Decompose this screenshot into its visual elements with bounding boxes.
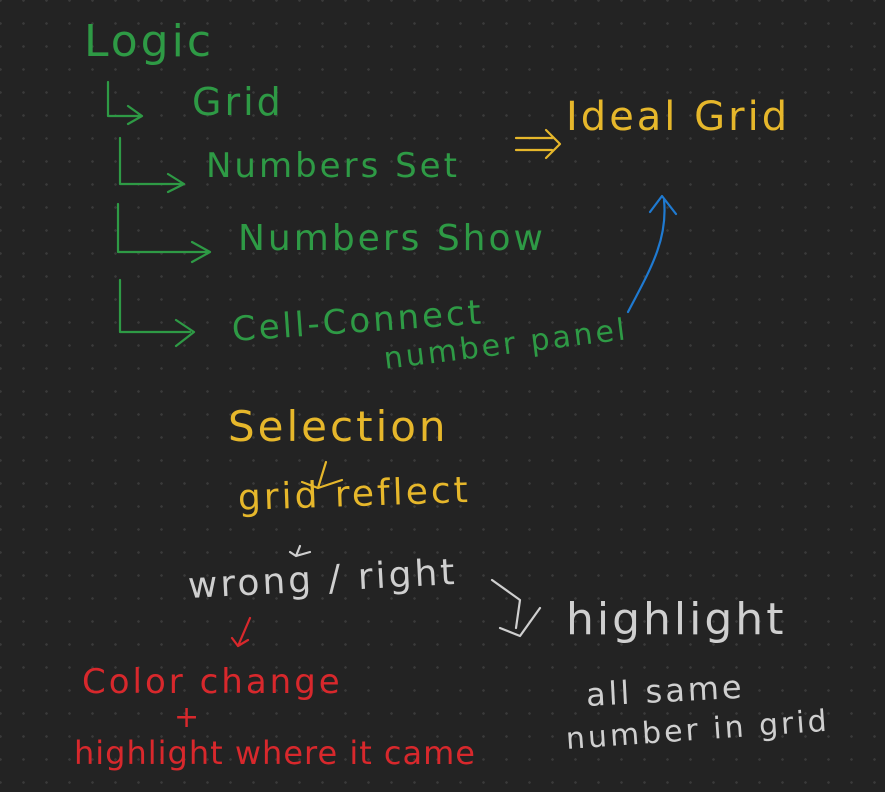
numbers-show-label: Numbers Show: [238, 218, 546, 259]
grid-reflect-label: grid reflect: [237, 469, 472, 519]
hook-arrow-icon: [118, 278, 196, 348]
down-arrow-icon: [490, 578, 542, 638]
color-change-label: Color change: [82, 662, 343, 702]
highlight-label: highlight: [566, 594, 787, 645]
hook-arrow-icon: [118, 136, 186, 194]
double-arrow-icon: [514, 128, 562, 160]
highlight-where-label: highlight where it came: [74, 734, 476, 772]
curved-arrow-icon: [626, 194, 678, 314]
grid-label: Grid: [192, 80, 284, 124]
hook-arrow-icon: [116, 202, 212, 264]
ideal-grid-label: Ideal Grid: [566, 94, 791, 140]
numbers-set-label: Numbers Set: [206, 146, 460, 186]
down-arrow-icon: [288, 544, 312, 558]
plus-label: +: [174, 700, 203, 735]
hook-arrow-icon: [106, 80, 144, 126]
selection-label: Selection: [228, 402, 449, 451]
logic-label: Logic: [84, 16, 215, 67]
all-same-label: all same: [585, 667, 746, 714]
down-arrow-icon: [230, 616, 252, 648]
wrong-right-label: wrong / right: [186, 551, 459, 607]
